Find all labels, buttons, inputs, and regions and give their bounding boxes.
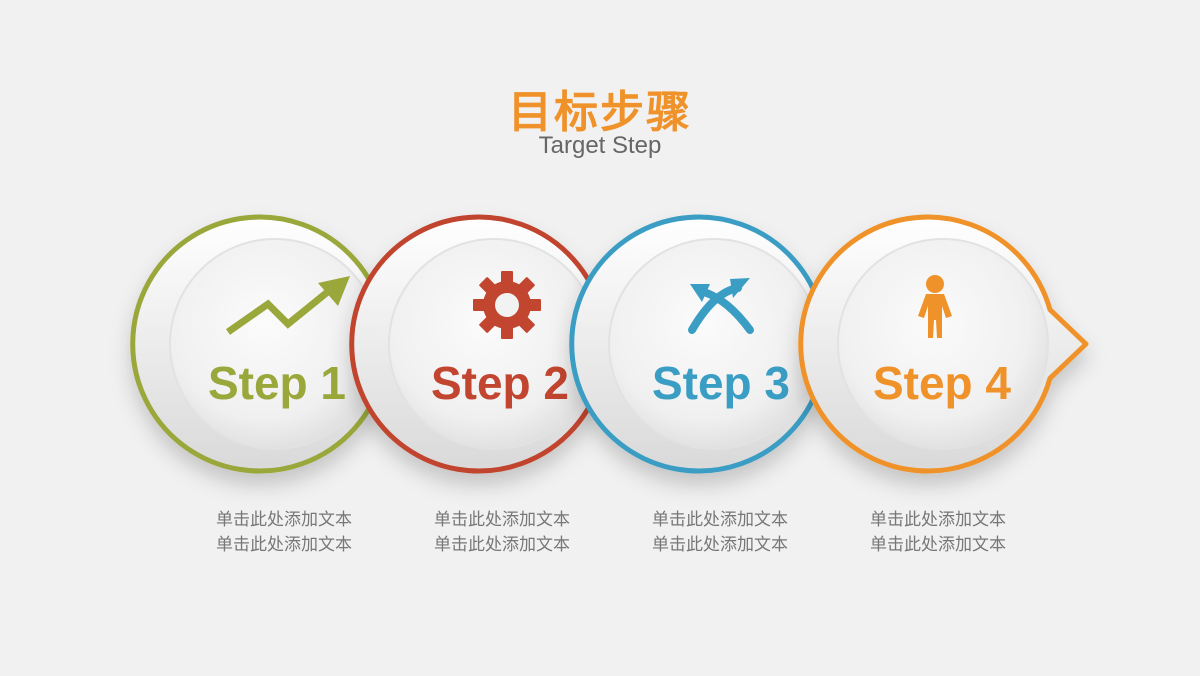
person-icon: [918, 275, 952, 338]
step-2-description: 单击此处添加文本 单击此处添加文本: [402, 508, 602, 558]
step-1-label: Step 1: [208, 357, 346, 409]
step-2-desc-line-1: 单击此处添加文本: [434, 510, 570, 530]
step-3-label: Step 3: [652, 357, 790, 409]
step-4-description: 单击此处添加文本 单击此处添加文本: [838, 508, 1038, 558]
step-3-description: 单击此处添加文本 单击此处添加文本: [620, 508, 820, 558]
step-2-label: Step 2: [431, 357, 569, 409]
step-3-desc-line-2: 单击此处添加文本: [652, 535, 788, 555]
page-subtitle: Target Step: [538, 132, 662, 159]
step-2-desc-line-2: 单击此处添加文本: [434, 535, 570, 555]
step-4-inner-disc: [837, 238, 1049, 450]
step-3-node: Step 3: [569, 214, 860, 474]
step-2-inner-disc: [388, 238, 600, 450]
crossing-arrows-icon: [688, 278, 754, 334]
step-4-desc-line-1: 单击此处添加文本: [870, 510, 1006, 530]
gear-icon: [473, 271, 541, 339]
step-4-label: Step 4: [873, 357, 1011, 409]
step-1-desc-line-2: 单击此处添加文本: [216, 535, 352, 555]
step-4-desc-line-2: 单击此处添加文本: [870, 535, 1006, 555]
trend-up-arrow-icon: [225, 276, 350, 335]
step-3-desc-line-1: 单击此处添加文本: [652, 510, 788, 530]
page-title: 目标步骤: [508, 87, 692, 138]
step-1-node: Step 1: [130, 214, 421, 474]
step-4-node: Step 4: [798, 214, 1089, 474]
step-3-inner-disc: [608, 238, 820, 450]
step-1-inner-disc: [169, 238, 381, 450]
step-1-desc-line-1: 单击此处添加文本: [216, 510, 352, 530]
step-2-node: Step 2: [349, 214, 640, 474]
step-1-description: 单击此处添加文本 单击此处添加文本: [184, 508, 384, 558]
